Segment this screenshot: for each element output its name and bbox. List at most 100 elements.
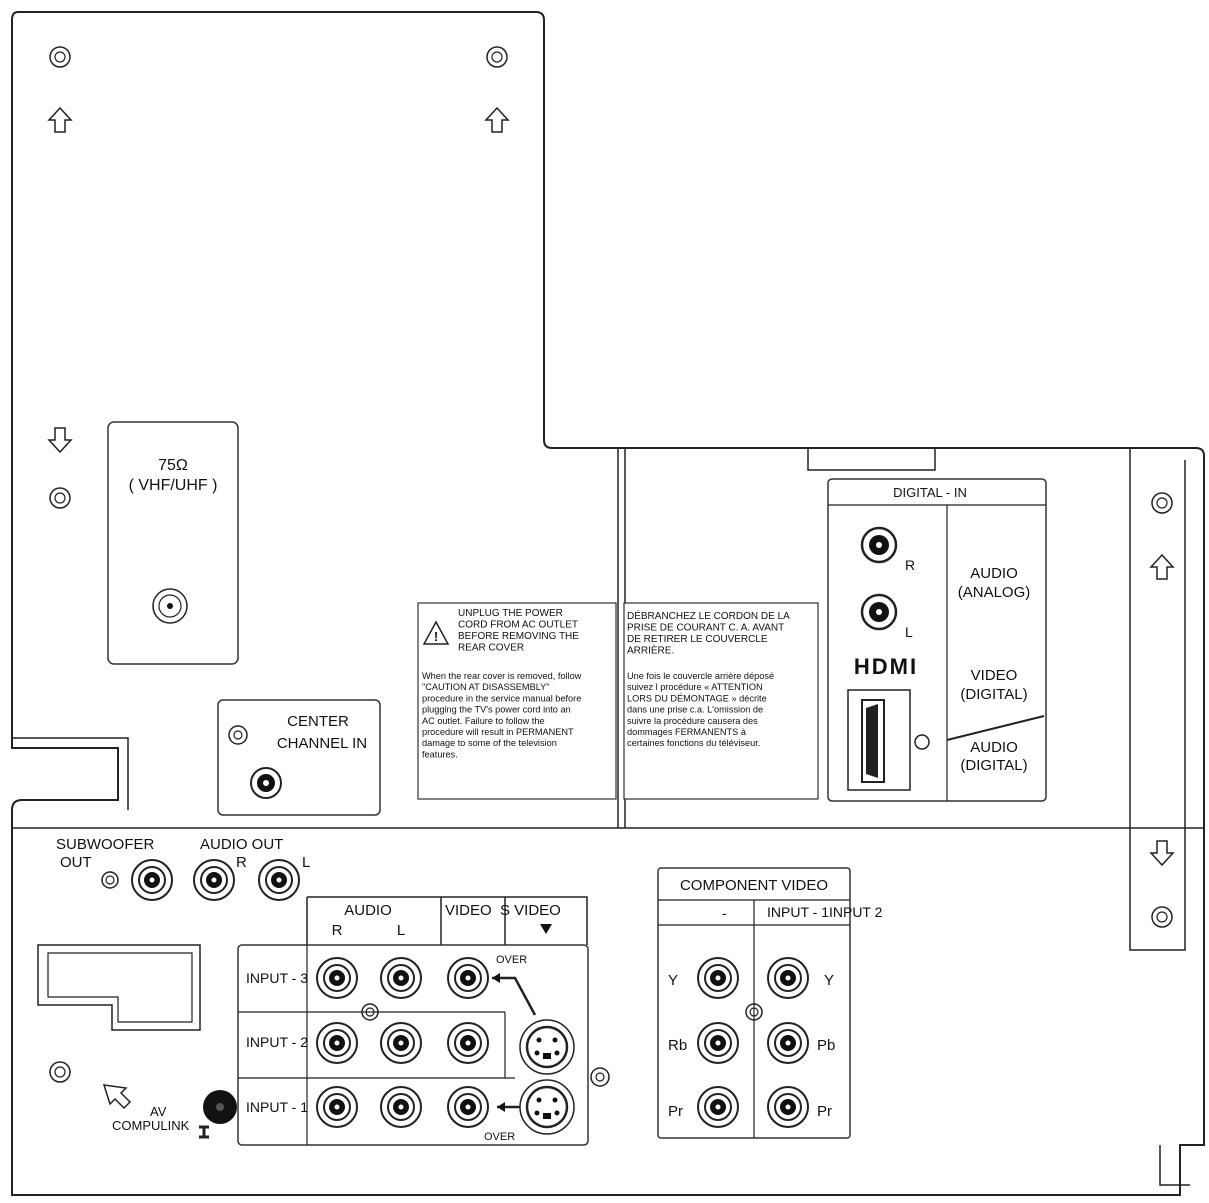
component-input1-pb-jack[interactable] — [697, 1022, 739, 1064]
warning-text-line: dans une prise c.a. L'omission de — [627, 705, 763, 715]
audio-out-r-jack[interactable] — [193, 859, 235, 901]
component-input2-pr-jack[interactable] — [767, 1086, 809, 1128]
component-pr-right: Pr — [817, 1103, 832, 1120]
warning-text-line: procedure in the service manual before — [422, 693, 581, 703]
digital-in-title: DIGITAL - IN — [893, 485, 967, 500]
digital-in-panel — [827, 478, 1047, 802]
warning-text-line: BEFORE REMOVING THE — [458, 631, 579, 642]
warning-text-line: plugging the TV's power cord into an — [422, 705, 571, 715]
warning-fr-body: Une fois le couvercle arrière déposésuiv… — [627, 671, 774, 748]
warning-text-line: features. — [422, 749, 458, 759]
arrow-down-icon — [47, 427, 73, 454]
over-bottom-label: OVER — [484, 1131, 515, 1143]
screw-hole-icon — [745, 1003, 763, 1021]
cabinet-notch — [12, 737, 129, 810]
audio-l-jack[interactable] — [860, 593, 898, 631]
svideo-jack-lower[interactable] — [519, 1079, 575, 1135]
digital-r-label: R — [905, 557, 915, 573]
subwoofer-out-jack[interactable] — [131, 859, 173, 901]
av-compulink-jack[interactable] — [203, 1090, 237, 1124]
warning-text-line: DE RETIRER LE COUVERCLE — [627, 634, 768, 645]
top-notch — [807, 448, 936, 471]
warning-text-line: certaines fonctions du téléviseur. — [627, 738, 760, 748]
antenna-impedance: 75Ω — [158, 457, 188, 474]
arrow-up-icon — [47, 106, 73, 133]
svideo-jack-upper[interactable] — [519, 1019, 575, 1075]
bottom-right-notch — [1159, 1145, 1190, 1186]
warning-text-line: AC outlet. Failure to follow the — [422, 716, 545, 726]
input2-video-jack[interactable] — [447, 1022, 489, 1064]
arrow-up-icon — [1149, 553, 1175, 580]
input2-audio-r-jack[interactable] — [316, 1022, 358, 1064]
input3-video-jack[interactable] — [447, 957, 489, 999]
center-channel-jack[interactable] — [250, 767, 282, 799]
input2-audio-l-jack[interactable] — [380, 1022, 422, 1064]
input1-audio-r-jack[interactable] — [316, 1086, 358, 1128]
warning-en-body: When the rear cover is removed, follow"C… — [422, 671, 582, 759]
warning-text-line: ARRIÈRE. — [627, 644, 674, 657]
av-svideo-header: S VIDEO — [500, 902, 561, 919]
screw-hole-icon — [1151, 906, 1173, 928]
component-input1-y-jack[interactable] — [697, 957, 739, 999]
component-inputs-header: INPUT - 1INPUT 2 — [767, 904, 883, 920]
warning-exclamation: ! — [434, 629, 438, 644]
center-channel-label-1: CENTER — [287, 713, 349, 730]
av-compulink-label-2: COMPULINK — [112, 1118, 190, 1133]
over-arrow-top-head — [492, 973, 500, 983]
audio-digital-label-2: (DIGITAL) — [960, 757, 1027, 774]
component-pb-right: Pb — [817, 1037, 835, 1054]
screw-hole-icon — [49, 46, 71, 68]
screw-hole-icon — [49, 1061, 71, 1083]
av-video-header: VIDEO — [445, 902, 492, 919]
audio-digital-label-1: AUDIO — [970, 739, 1018, 756]
over-top-label: OVER — [496, 954, 527, 966]
screw-hole-icon — [486, 46, 508, 68]
warning-label-en — [417, 602, 617, 800]
right-rail — [1129, 448, 1186, 951]
subwoofer-label-1: SUBWOOFER — [56, 836, 155, 853]
input2-label: INPUT - 2 — [246, 1034, 308, 1050]
component-input1-pr-jack[interactable] — [697, 1086, 739, 1128]
component-rb-left: Rb — [668, 1037, 687, 1054]
warning-text-line: CORD FROM AC OUTLET — [458, 620, 578, 631]
input3-audio-l-jack[interactable] — [380, 957, 422, 999]
input3-audio-r-jack[interactable] — [316, 957, 358, 999]
av-jack-grid — [316, 957, 489, 1128]
audio-out-l-label: L — [302, 854, 310, 871]
screw-hole-icon — [228, 725, 248, 745]
warning-text-line: REAR COVER — [458, 643, 524, 654]
warning-text-line: DÉBRANCHEZ LE CORDON DE LA — [627, 609, 790, 622]
warning-text-line: UNPLUG THE POWER — [458, 608, 563, 619]
warning-text-line: PRISE DE COURANT C. A. AVANT — [627, 623, 784, 634]
digital-l-label: L — [905, 624, 913, 640]
arrows — [47, 106, 1175, 1110]
input1-video-jack[interactable] — [447, 1086, 489, 1128]
av-audio-r-header: R — [332, 922, 343, 939]
audio-out-l-jack[interactable] — [258, 859, 300, 901]
arrow-diagonal-icon — [102, 1084, 132, 1110]
center-channel-label-2: CHANNEL IN — [277, 735, 367, 752]
antenna-band: ( VHF/UHF ) — [129, 477, 218, 494]
component-pr-left: Pr — [668, 1103, 683, 1120]
subwoofer-label-2: OUT — [60, 854, 92, 871]
compulink-plug-icon — [199, 1125, 209, 1139]
av-audio-l-header: L — [397, 922, 405, 939]
audio-analog-label-1: AUDIO — [970, 565, 1018, 582]
cabinet-outline — [11, 11, 1205, 1196]
screw-hole-icon — [590, 1067, 610, 1087]
warning-text-line: procedure will result in PERMANENT — [422, 727, 574, 737]
input1-audio-l-jack[interactable] — [380, 1086, 422, 1128]
svideo-down-arrow-icon — [540, 924, 552, 934]
component-input2-y-jack[interactable] — [767, 957, 809, 999]
hdmi-port[interactable] — [847, 689, 930, 791]
warning-text-line: suivez l procédure « ATTENTION — [627, 682, 763, 692]
antenna-jack[interactable] — [152, 588, 188, 624]
cable-clamp-inner — [47, 952, 193, 1023]
component-input2-pb-jack[interactable] — [767, 1022, 809, 1064]
audio-r-jack[interactable] — [860, 526, 898, 564]
component-y-right: Y — [824, 972, 834, 989]
screw-hole-icon — [361, 1003, 379, 1021]
